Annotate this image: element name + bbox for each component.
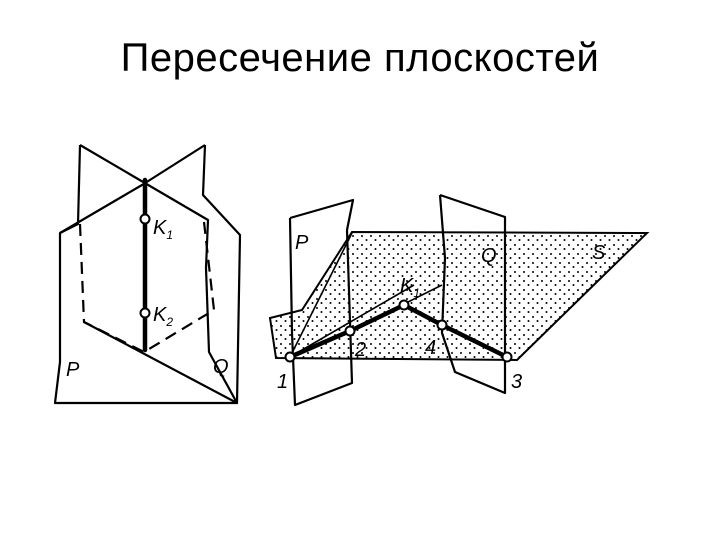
right-plane-s <box>268 230 650 362</box>
right-point-2 <box>344 325 356 337</box>
right-label-p: P <box>295 232 309 254</box>
right-label-4: 4 <box>425 337 436 359</box>
right-figure: P Q S K1 1 2 4 3 <box>268 193 650 407</box>
right-label-2: 2 <box>354 339 366 361</box>
right-label-k1: K1 <box>400 275 420 300</box>
right-point-1 <box>284 351 296 363</box>
left-plane-q <box>59 144 242 405</box>
right-point-3 <box>501 351 513 363</box>
right-label-1: 1 <box>277 371 288 393</box>
right-plane-q <box>438 193 507 395</box>
right-label-s: S <box>592 242 606 264</box>
right-point-4 <box>436 319 448 331</box>
left-figure: P Q K1 K2 <box>53 144 242 405</box>
right-point-k1 <box>398 299 410 311</box>
right-label-q: Q <box>481 245 497 267</box>
left-label-k1: K1 <box>153 217 173 242</box>
right-label-3: 3 <box>511 371 522 393</box>
left-label-p: P <box>66 359 80 381</box>
left-point-k1 <box>139 213 151 225</box>
left-label-k2: K2 <box>153 304 173 329</box>
right-plane-p <box>288 198 355 407</box>
left-hidden-edges <box>78 221 216 353</box>
page-title: Пересечение плоскостей <box>120 36 600 80</box>
left-point-k2 <box>139 307 151 319</box>
left-label-q: Q <box>213 356 229 378</box>
